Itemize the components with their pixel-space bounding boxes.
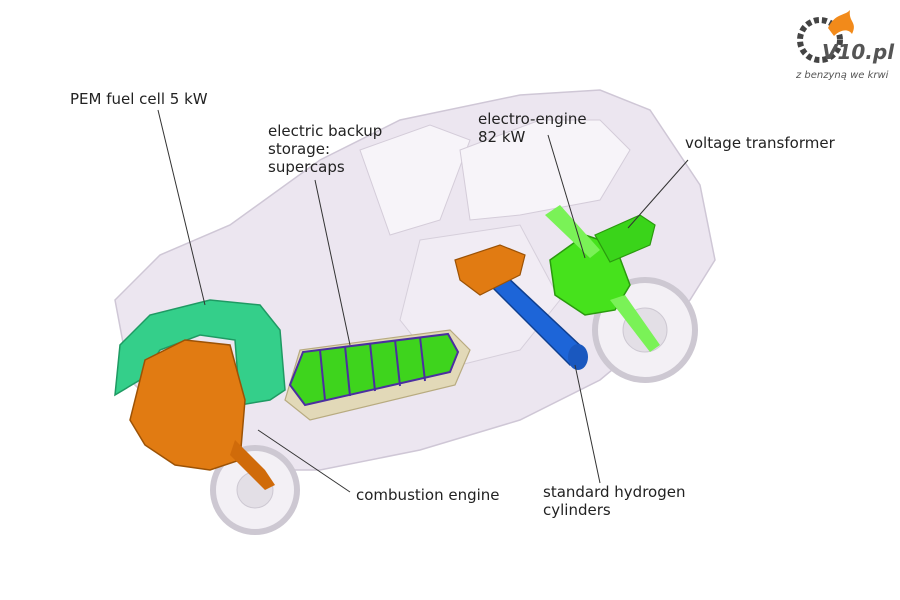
logo-tagline: z benzyną we krwi	[796, 70, 889, 81]
hydrogen-valve-unit	[454, 244, 526, 296]
engine-drive-shaft	[230, 440, 275, 490]
leader-combustion	[257, 429, 351, 493]
logo-flame-icon	[828, 10, 854, 36]
supercaps-component	[284, 329, 471, 421]
roof-window	[359, 124, 471, 236]
label-hydrogen-cylinders: standard hydrogen cylinders	[543, 483, 686, 519]
logo-name: V10.pl	[822, 40, 895, 64]
supercaps-bands	[319, 336, 426, 401]
combustion-engine-component	[129, 339, 275, 490]
fuel-cell-housing	[114, 299, 286, 406]
logo-tire-icon	[797, 17, 843, 63]
side-window	[459, 119, 631, 221]
label-fuel-cell: PEM fuel cell 5 kW	[70, 90, 208, 108]
label-voltage-transformer: voltage transformer	[685, 134, 835, 152]
fuel-cell-component	[114, 299, 286, 406]
voltage-transformer-component	[594, 214, 656, 263]
label-electro-engine: electro-engine 82 kW	[478, 110, 587, 146]
leader-supercaps	[314, 179, 351, 346]
logo-icon	[797, 10, 854, 63]
leader-hydrogen	[574, 364, 601, 484]
label-combustion-engine: combustion engine	[356, 486, 500, 504]
leader-lines	[157, 109, 689, 493]
label-backup-storage: electric backup storage: supercaps	[268, 122, 383, 176]
engine-block	[129, 339, 246, 471]
supercaps-cells	[288, 332, 460, 407]
leader-electro-engine	[547, 134, 586, 259]
hydrogen-cylinder-end	[568, 344, 588, 370]
electro-shaft	[545, 205, 660, 352]
leader-voltage	[627, 159, 689, 229]
leader-fuel-cell	[157, 109, 206, 306]
